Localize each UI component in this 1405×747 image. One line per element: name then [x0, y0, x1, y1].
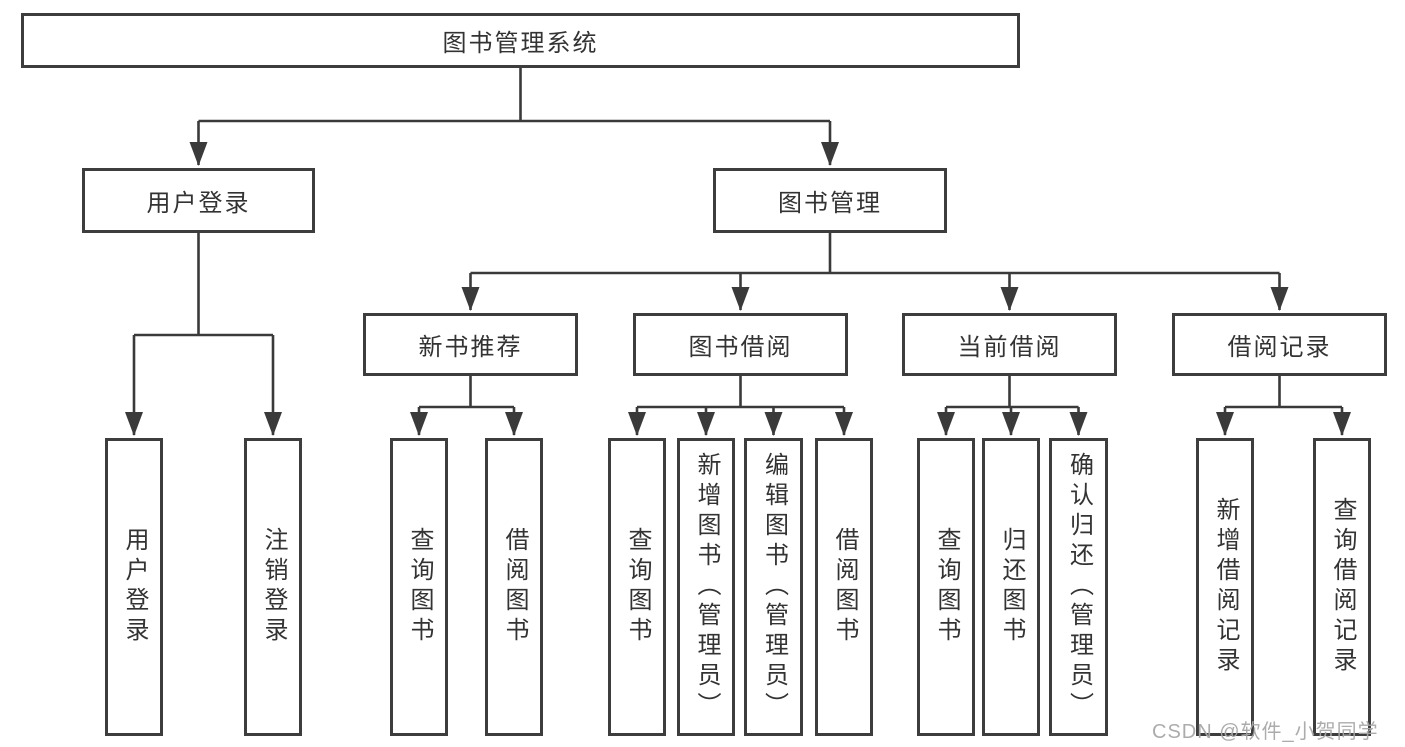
leaf-label: 编辑图书（管理员）: [760, 452, 788, 722]
node-book-borrow: 图书借阅: [633, 313, 848, 376]
leaf-user-login: 用户登录: [105, 438, 163, 736]
connector-book-management-fork: [461, 233, 1289, 311]
node-current-borrow: 当前借阅: [902, 313, 1117, 376]
node-book-borrow-label: 图书借阅: [688, 334, 793, 361]
leaf-label: 查询图书: [406, 527, 433, 647]
connector-borrow-records-fork: [1216, 376, 1351, 436]
connector-root-fork: [189, 68, 839, 166]
leaf-label: 确认归还（管理员）: [1065, 452, 1093, 722]
leaf-label: 注销登录: [260, 527, 287, 647]
leaf-label: 新增图书（管理员）: [693, 452, 720, 722]
node-book-management: 图书管理: [713, 168, 947, 233]
node-user-login-label: 用户登录: [146, 190, 251, 217]
node-borrow-records-label: 借阅记录: [1227, 334, 1332, 361]
leaf-query-borrow-record: 查询借阅记录: [1313, 438, 1371, 736]
node-new-book-recommend: 新书推荐: [363, 313, 578, 376]
node-root: 图书管理系统: [21, 13, 1020, 68]
leaf-label: 新增借阅记录: [1212, 497, 1239, 677]
leaf-borrow-book: 借阅图书: [815, 438, 873, 736]
node-user-login: 用户登录: [82, 168, 315, 233]
leaf-logout: 注销登录: [244, 438, 302, 736]
connector-current-borrow-fork: [937, 376, 1088, 436]
node-root-label: 图书管理系统: [442, 30, 599, 57]
connector-line: [1225, 376, 1342, 409]
leaf-return-book: 归还图书: [982, 438, 1040, 736]
leaf-label: 用户登录: [121, 527, 148, 647]
leaf-label: 查询图书: [624, 527, 651, 647]
connector-line: [134, 233, 273, 337]
leaf-query-book-current: 查询图书: [917, 438, 975, 736]
node-borrow-records: 借阅记录: [1172, 313, 1387, 376]
node-book-management-label: 图书管理: [778, 190, 882, 217]
node-new-book-recommend-label: 新书推荐: [418, 334, 523, 361]
connector-user-login-fork: [125, 233, 282, 436]
leaf-label: 归还图书: [998, 527, 1025, 647]
leaf-edit-book-admin: 编辑图书（管理员）: [744, 438, 803, 736]
leaf-label: 查询借阅记录: [1329, 497, 1356, 677]
connector-line: [419, 376, 514, 409]
connector-line: [637, 376, 844, 409]
leaf-query-book-recommend: 查询图书: [390, 438, 448, 736]
connector-line: [198, 68, 830, 123]
leaf-add-book-admin: 新增图书（管理员）: [677, 438, 735, 736]
leaf-label: 借阅图书: [501, 527, 528, 647]
connector-book-borrow-fork: [628, 376, 853, 436]
connector-new-book-fork: [410, 376, 523, 436]
connector-line: [470, 233, 1280, 275]
leaf-label: 借阅图书: [831, 527, 858, 647]
leaf-label: 查询图书: [933, 527, 960, 647]
connector-line: [946, 376, 1079, 409]
node-current-borrow-label: 当前借阅: [957, 334, 1062, 361]
leaf-borrow-book-recommend: 借阅图书: [485, 438, 543, 736]
leaf-query-book-borrow: 查询图书: [608, 438, 666, 736]
leaf-confirm-return-admin: 确认归还（管理员）: [1049, 438, 1108, 736]
leaf-add-borrow-record: 新增借阅记录: [1196, 438, 1254, 736]
